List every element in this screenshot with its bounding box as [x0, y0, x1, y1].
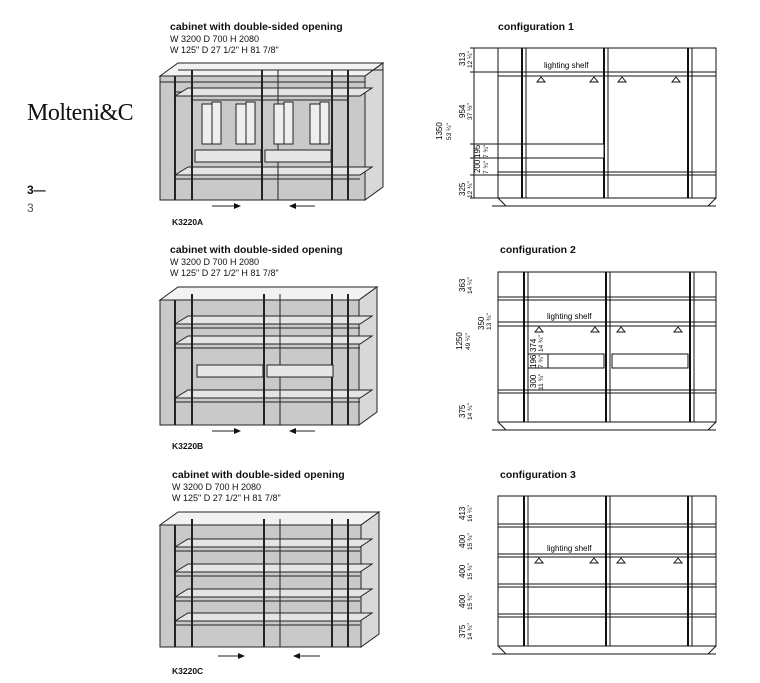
cfg2-dim-3: 374	[529, 338, 538, 352]
cfg3-dim-1-imperial: 16 ¼"	[467, 505, 474, 522]
page-number: 3—	[27, 183, 46, 197]
cabinet-a-imperial: W 125" D 27 1/2" H 81 7/8"	[170, 45, 279, 55]
configuration-3-lighting-label: lighting shelf	[547, 544, 592, 553]
cfg2-dim-2: 350	[477, 316, 486, 330]
configuration-2-elevation	[492, 271, 717, 431]
cabinet-b-metric: W 3200 D 700 H 2080	[170, 257, 260, 267]
cfg2-dim-2-imperial: 13 ¾"	[486, 313, 493, 330]
configuration-3-dimensions: 413 16 ¼" 400 15 ¾" 400 15 ¾" 400 15 ¾" …	[458, 505, 474, 640]
cfg2-dim-5: 300	[529, 374, 538, 388]
cabinet-b-title: cabinet with double-sided opening	[170, 244, 343, 256]
cfg1-dim-total-imperial: 53 ¼"	[446, 123, 453, 140]
cfg3-dim-3-imperial: 15 ¾"	[467, 563, 474, 580]
cfg1-dim-5: 325	[458, 182, 467, 196]
cabinet-b-imperial: W 125" D 27 1/2" H 81 7/8"	[170, 268, 279, 278]
cfg2-dim-4: 196	[529, 354, 538, 368]
cfg1-dim-3-imperial: 7 ¾"	[483, 144, 490, 158]
configuration-1-title: configuration 1	[498, 21, 574, 33]
configuration-1-lighting-label: lighting shelf	[544, 61, 589, 70]
cfg1-dim-2-imperial: 37 ½"	[466, 103, 474, 120]
cfg2-dim-6: 375	[458, 404, 467, 418]
cfg2-dim-1: 363	[458, 278, 467, 292]
cabinet-a-drawing	[158, 62, 385, 209]
cfg3-dim-2-imperial: 15 ¾"	[467, 533, 474, 550]
cfg3-dim-2: 400	[458, 534, 467, 548]
cfg3-dim-1: 413	[458, 506, 467, 520]
configuration-2-lighting-label: lighting shelf	[547, 312, 592, 321]
configuration-2-title: configuration 2	[500, 244, 576, 256]
cfg2-dim-5-imperial: 11 ¾"	[538, 373, 545, 390]
cfg1-dim-2: 954	[458, 104, 467, 118]
cabinet-c-code: K3220C	[172, 666, 204, 676]
cabinet-a-code: K3220A	[172, 217, 204, 227]
cfg2-dim-3-imperial: 14 ¾"	[538, 335, 545, 352]
configuration-3-elevation	[492, 495, 717, 655]
cfg3-dim-3: 400	[458, 564, 467, 578]
cfg2-dim-1-imperial: 14 ¼"	[467, 277, 474, 294]
cfg3-dim-5-imperial: 14 ¾"	[467, 623, 474, 640]
cabinet-c-drawing	[158, 511, 381, 659]
cfg1-dim-total: 1350	[435, 122, 444, 140]
cabinet-c-title: cabinet with double-sided opening	[172, 469, 345, 481]
cabinet-c-imperial: W 125" D 27 1/2" H 81 7/8"	[172, 493, 281, 503]
cfg2-dim-total-imperial: 49 ¼"	[465, 333, 472, 350]
cfg1-dim-3: 195	[473, 144, 482, 158]
cabinet-a-metric: W 3200 D 700 H 2080	[170, 34, 260, 44]
cfg1-dim-1-imperial: 12 ¼"	[467, 51, 474, 68]
cfg1-dim-4: 200	[473, 159, 482, 173]
cfg1-dim-1: 313	[458, 52, 467, 66]
configuration-2-dimensions: 363 14 ¼" 350 13 ¾" 374 14 ¾" 196 7 ¾" 3…	[455, 277, 545, 420]
configuration-3-title: configuration 3	[500, 469, 576, 481]
cabinet-c-metric: W 3200 D 700 H 2080	[172, 482, 262, 492]
cfg3-dim-5: 375	[458, 624, 467, 638]
cfg3-dim-4: 400	[458, 594, 467, 608]
cabinet-a-title: cabinet with double-sided opening	[170, 21, 343, 33]
cfg2-dim-total: 1250	[455, 332, 464, 350]
configuration-1-elevation	[470, 47, 717, 207]
cfg1-dim-4-imperial: 7 ¾"	[483, 160, 490, 174]
cfg2-dim-6-imperial: 14 ¾"	[467, 403, 474, 420]
cfg2-dim-4-imperial: 7 ¾"	[538, 354, 545, 368]
cabinet-b-code: K3220B	[172, 441, 204, 451]
page-number-sub: 3	[27, 201, 34, 215]
cabinet-b-drawing	[158, 286, 379, 434]
configuration-1-dimensions: 313 12 ¼" 954 37 ½" 195 7 ¾" 200 7 ¾" 32…	[435, 51, 490, 198]
cfg3-dim-4-imperial: 15 ¾"	[467, 593, 474, 610]
brand-logo: Molteni&C	[27, 100, 134, 126]
cfg1-dim-5-imperial: 12 ¾"	[467, 181, 474, 198]
